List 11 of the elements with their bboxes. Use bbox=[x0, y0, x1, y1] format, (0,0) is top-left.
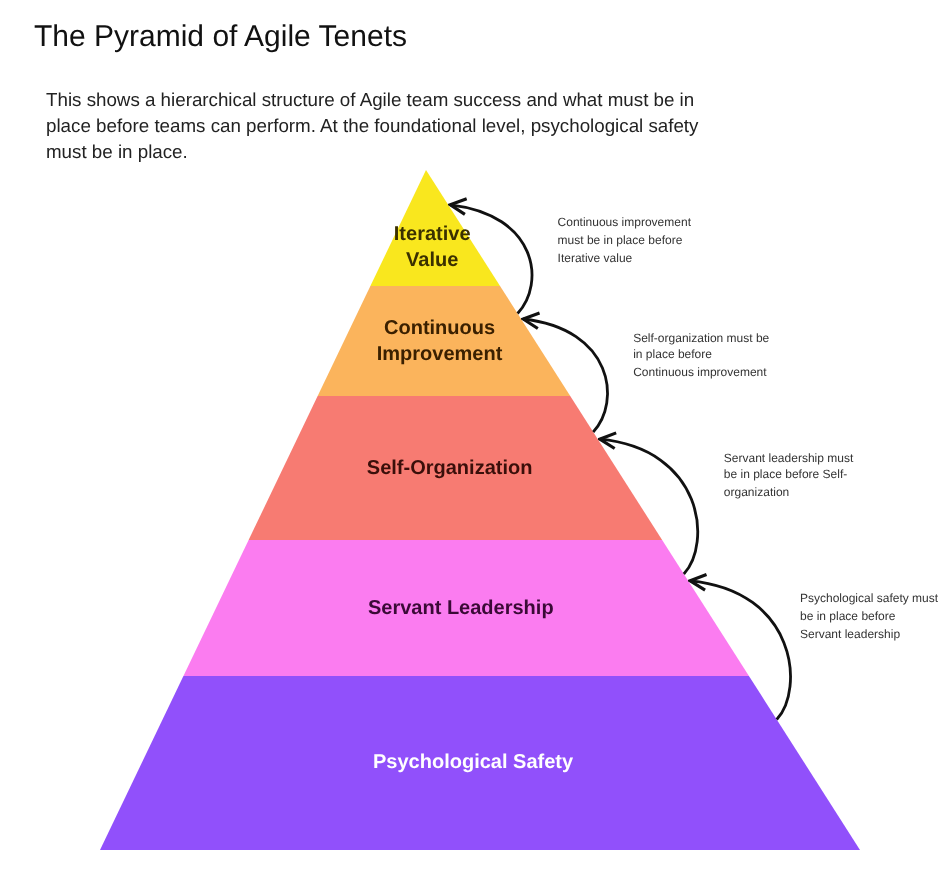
curved-arrow bbox=[688, 574, 792, 721]
tier-label: Servant Leadership bbox=[365, 595, 556, 621]
tier-label: Self-Organization bbox=[364, 455, 535, 481]
tier-label: Continuous Improvement bbox=[374, 315, 505, 367]
title: The Pyramid of Agile Tenets bbox=[34, 20, 407, 54]
tier-label: Psychological Safety bbox=[371, 750, 576, 776]
tier-label: Iterative Value bbox=[391, 222, 473, 274]
description-text: This shows a hierarchical structure of Agile team success and what must be in place before teams can perform. At the foundational level, psychological safety must be in place. bbox=[46, 86, 701, 165]
curved-arrow bbox=[448, 198, 534, 315]
curved-arrow bbox=[598, 432, 699, 575]
curved-arrow bbox=[521, 312, 609, 433]
